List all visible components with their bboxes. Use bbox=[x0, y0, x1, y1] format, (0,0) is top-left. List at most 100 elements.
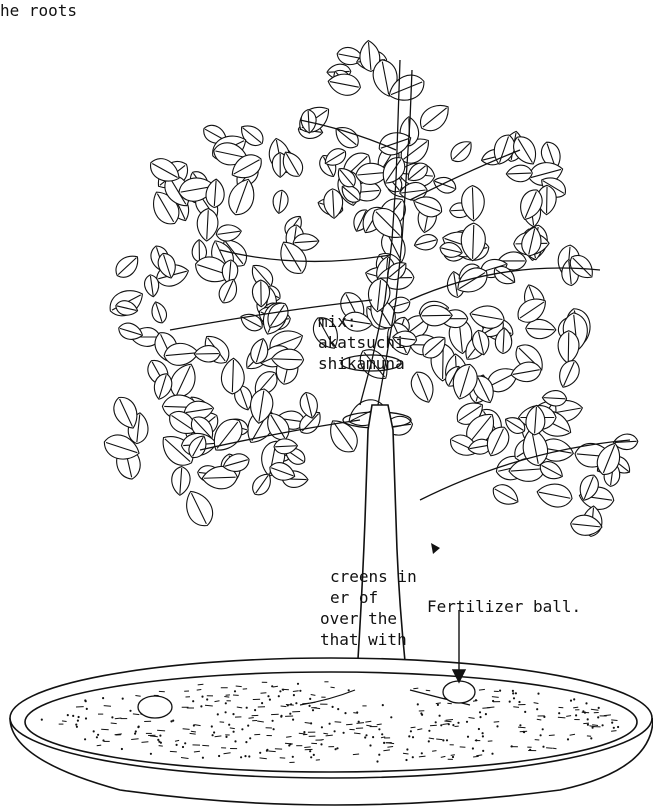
soil-speck bbox=[158, 739, 159, 740]
soil-speck bbox=[338, 709, 339, 710]
leaf bbox=[407, 368, 438, 406]
soil-speck bbox=[370, 745, 371, 746]
soil-speck bbox=[429, 730, 430, 731]
soil-speck bbox=[513, 707, 519, 708]
soil-speck bbox=[443, 740, 444, 741]
leaf bbox=[535, 481, 574, 510]
soil-speck bbox=[436, 703, 441, 704]
soil-speck bbox=[478, 728, 479, 729]
soil-speck bbox=[176, 744, 177, 745]
soil-speck bbox=[211, 726, 212, 727]
soil-speck bbox=[520, 725, 521, 726]
soil-speck bbox=[353, 713, 358, 714]
soil-speck bbox=[407, 749, 408, 750]
soil-speck bbox=[205, 705, 213, 706]
soil-speck bbox=[133, 714, 139, 715]
leaf bbox=[415, 98, 455, 136]
soil-speck bbox=[293, 695, 294, 696]
soil-speck bbox=[584, 712, 585, 713]
soil-speck bbox=[85, 700, 86, 701]
soil-speck bbox=[540, 735, 541, 736]
soil-speck bbox=[483, 750, 484, 751]
soil-speck bbox=[466, 721, 467, 722]
soil-speck bbox=[377, 761, 378, 762]
leaf bbox=[171, 466, 191, 496]
soil-speck bbox=[524, 732, 525, 733]
soil-speck bbox=[479, 689, 485, 690]
soil-speck bbox=[497, 726, 498, 727]
soil-speck bbox=[412, 737, 413, 738]
soil-speck bbox=[475, 700, 476, 701]
leaf bbox=[271, 189, 289, 214]
soil-speck bbox=[310, 698, 311, 699]
soil-speck bbox=[348, 690, 349, 691]
soil-speck bbox=[549, 735, 555, 736]
soil-speck bbox=[509, 701, 510, 702]
soil-speck bbox=[406, 759, 407, 760]
leaf bbox=[196, 208, 218, 242]
soil-speck bbox=[142, 742, 149, 743]
soil-speck bbox=[226, 736, 227, 737]
soil-speck bbox=[513, 698, 514, 699]
soil-speck bbox=[138, 727, 139, 728]
soil-speck bbox=[300, 690, 301, 691]
soil-speck bbox=[453, 725, 454, 726]
soil-speck bbox=[436, 739, 442, 740]
soil-speck bbox=[76, 726, 77, 727]
soil-speck bbox=[246, 742, 247, 743]
soil-speck bbox=[272, 686, 273, 687]
soil-speck bbox=[492, 753, 493, 754]
roots-text: he roots bbox=[0, 2, 77, 19]
soil-speck bbox=[366, 735, 367, 736]
soil-speck bbox=[332, 706, 333, 707]
soil-speck bbox=[278, 696, 279, 697]
soil-speck bbox=[587, 719, 588, 720]
soil-speck bbox=[261, 693, 267, 694]
soil-speck bbox=[515, 693, 516, 694]
soil-speck bbox=[234, 691, 235, 692]
soil-speck bbox=[246, 707, 247, 708]
soil-speck bbox=[467, 736, 468, 737]
soil-speck bbox=[417, 704, 418, 705]
soil-speck bbox=[293, 719, 294, 720]
soil-speck bbox=[296, 703, 297, 704]
soil-speck bbox=[313, 754, 314, 755]
soil-speck bbox=[598, 707, 599, 708]
soil-speck bbox=[543, 746, 544, 747]
soil-speck bbox=[170, 751, 177, 752]
soil-speck bbox=[586, 703, 587, 704]
soil-speck bbox=[150, 753, 151, 754]
soil-speck bbox=[182, 746, 183, 747]
soil-speck bbox=[171, 721, 172, 722]
soil-speck bbox=[444, 721, 451, 722]
soil-speck bbox=[439, 715, 440, 716]
soil-speck bbox=[480, 717, 481, 718]
soil-speck bbox=[544, 716, 545, 717]
soil-speck bbox=[135, 733, 136, 734]
soil-speck bbox=[286, 737, 291, 738]
soil-speck bbox=[249, 756, 250, 757]
soil-speck bbox=[421, 753, 422, 754]
soil-speck bbox=[242, 729, 243, 730]
soil-speck bbox=[273, 729, 274, 730]
fertilizer-label: Fertilizer ball. bbox=[427, 598, 581, 615]
soil-speck bbox=[185, 743, 186, 744]
soil-speck bbox=[283, 689, 284, 690]
soil-speck bbox=[379, 754, 380, 755]
soil-speck bbox=[269, 699, 270, 700]
soil-speck bbox=[98, 734, 99, 735]
leaf bbox=[331, 122, 363, 153]
soil-speck bbox=[430, 725, 437, 726]
leaf bbox=[149, 300, 169, 325]
leaf bbox=[558, 331, 579, 364]
soil-speck bbox=[86, 708, 87, 709]
soil-speck bbox=[312, 710, 313, 711]
soil-speck bbox=[103, 698, 104, 699]
soil-speck bbox=[382, 734, 383, 735]
soil-speck bbox=[248, 725, 249, 726]
leaf bbox=[111, 250, 143, 282]
soil-speck bbox=[159, 741, 160, 742]
soil-speck bbox=[112, 717, 113, 718]
soil-speck bbox=[428, 741, 429, 742]
